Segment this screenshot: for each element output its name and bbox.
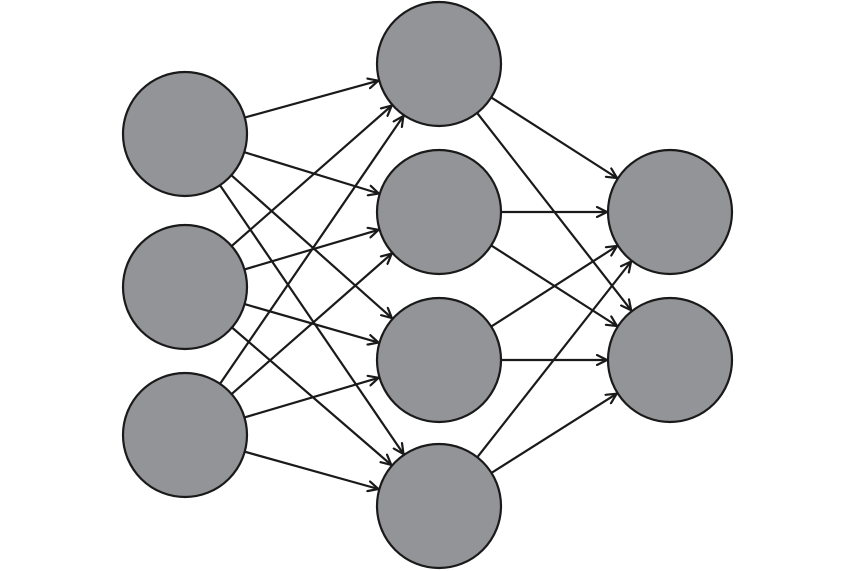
edge-input-3-to-hidden-4: [244, 450, 379, 489]
edge-hidden-4-to-output-1: [476, 262, 631, 458]
input-node-1: [121, 70, 249, 198]
output-node-2: [606, 296, 734, 424]
edge-input-3-to-hidden-1: [219, 116, 403, 385]
edge-input-3-to-hidden-2: [230, 254, 392, 395]
hidden-node-2: [375, 148, 503, 276]
edge-hidden-4-to-output-2: [490, 394, 616, 474]
edge-input-1-to-hidden-3: [230, 174, 392, 318]
hidden-node-3: [375, 296, 503, 424]
hidden-node-4: [375, 442, 503, 570]
network-nodes: [121, 0, 734, 570]
edge-input-2-to-hidden-4: [231, 326, 391, 465]
edge-input-1-to-hidden-2: [243, 151, 378, 193]
edge-hidden-3-to-output-1: [490, 246, 617, 328]
edge-hidden-1-to-output-1: [490, 96, 617, 178]
connection-arrows: [219, 81, 631, 489]
edge-input-2-to-hidden-1: [230, 106, 392, 247]
hidden-node-1: [375, 0, 503, 128]
edge-input-1-to-hidden-4: [219, 184, 404, 454]
edge-input-3-to-hidden-3: [244, 378, 379, 419]
input-node-3: [121, 371, 249, 499]
output-node-1: [606, 148, 734, 276]
input-node-2: [121, 223, 249, 351]
edge-input-1-to-hidden-1: [244, 81, 378, 119]
